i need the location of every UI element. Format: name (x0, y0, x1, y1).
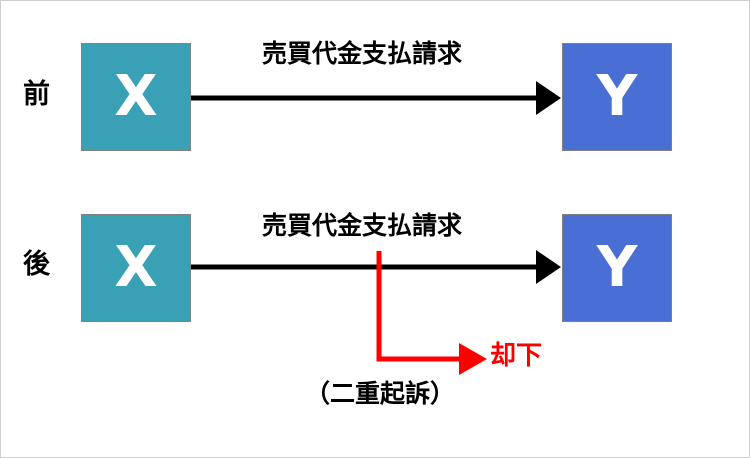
reject-branch-line (376, 251, 463, 362)
party-letter-x-after: X (114, 235, 158, 300)
claim-arrow-head-after (536, 250, 561, 284)
reject-branch-arrow-head (459, 343, 487, 375)
outcome-label-reject: 却下 (490, 341, 543, 371)
reason-label-duplicate-suit: （二重起訴） (305, 379, 456, 408)
party-letter-y-after: Y (596, 235, 638, 300)
party-letter-y-before: Y (596, 64, 638, 129)
party-box-y-before: Y (562, 43, 672, 151)
claim-arrow-head-before (536, 81, 561, 115)
party-box-y-after: Y (562, 214, 672, 322)
row-label-before: 前 (23, 79, 50, 110)
row-label-after: 後 (23, 249, 50, 280)
party-box-x-after: X (81, 214, 191, 322)
reject-branch-arrow (376, 251, 487, 375)
claim-arrow-before (191, 81, 561, 115)
claim-label-before: 売買代金支払請求 (262, 39, 463, 68)
claim-arrow-after (191, 250, 561, 284)
party-box-x-before: X (81, 43, 191, 151)
claim-label-after: 売買代金支払請求 (262, 211, 463, 240)
party-letter-x-before: X (114, 64, 158, 129)
